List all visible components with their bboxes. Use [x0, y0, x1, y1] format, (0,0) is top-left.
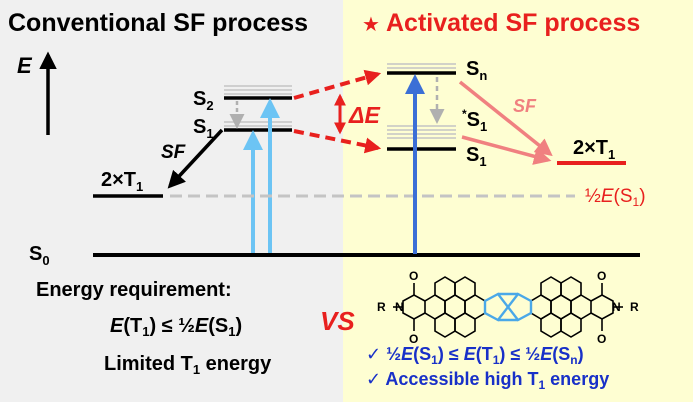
left-s2-level — [224, 85, 292, 100]
left-t1-label: 2×T1 — [101, 169, 143, 194]
left-sf-label: SF — [161, 142, 187, 163]
check-line-1: ✓ ½E(S1) ≤ E(T1) ≤ ½E(Sn) — [366, 344, 584, 367]
molecule-core — [483, 292, 533, 322]
atom-o-2: O — [409, 332, 418, 346]
right-sf-label: SF — [513, 96, 537, 116]
atom-o-4: O — [597, 332, 606, 346]
left-title: Conventional SF process — [8, 9, 308, 37]
right-s1-level — [387, 125, 456, 151]
atom-n-right: N — [612, 300, 621, 314]
vs-label: VS — [320, 306, 355, 336]
right-star: ★ — [362, 14, 380, 36]
right-title: Activated SF process — [386, 9, 640, 37]
atom-n-left: N — [395, 300, 404, 314]
atom-r-left: R — [377, 300, 386, 314]
s1-to-s1-arrow — [293, 129, 382, 154]
energy-requirement-title: Energy requirement: — [36, 279, 232, 301]
hot-s1-label: *S1 — [462, 107, 487, 134]
left-s2-label: S2 — [193, 88, 214, 113]
right-panel — [343, 0, 693, 402]
hot-s1-sf-arrow — [461, 135, 552, 165]
right-sn-level — [387, 63, 456, 75]
sn-sf-arrow — [458, 80, 553, 157]
left-sf-arrow — [167, 128, 224, 189]
s2-to-sn-arrow — [293, 69, 382, 100]
atom-o-1: O — [409, 269, 418, 283]
atom-r-right: R — [630, 300, 639, 314]
right-t1-label: 2×T1 — [573, 137, 615, 162]
right-s1-label: S1 — [466, 144, 487, 169]
molecule-structure — [393, 276, 623, 338]
delta-e-label: ΔE — [348, 102, 380, 128]
limited-t1-energy: Limited T1 energy — [104, 353, 272, 377]
energy-axis-label: E — [17, 53, 33, 78]
energy-requirement-formula: E(T1) ≤ ½E(S1) — [110, 315, 242, 339]
atom-o-3: O — [597, 269, 606, 283]
s0-label: S0 — [29, 243, 50, 268]
sn-label: Sn — [466, 58, 487, 83]
left-panel — [0, 0, 343, 402]
left-s1-label: S1 — [193, 116, 214, 141]
check-line-2: ✓ Accessible high T1 energy — [366, 369, 609, 392]
half-es1-label: ½E(S1) — [585, 186, 646, 209]
